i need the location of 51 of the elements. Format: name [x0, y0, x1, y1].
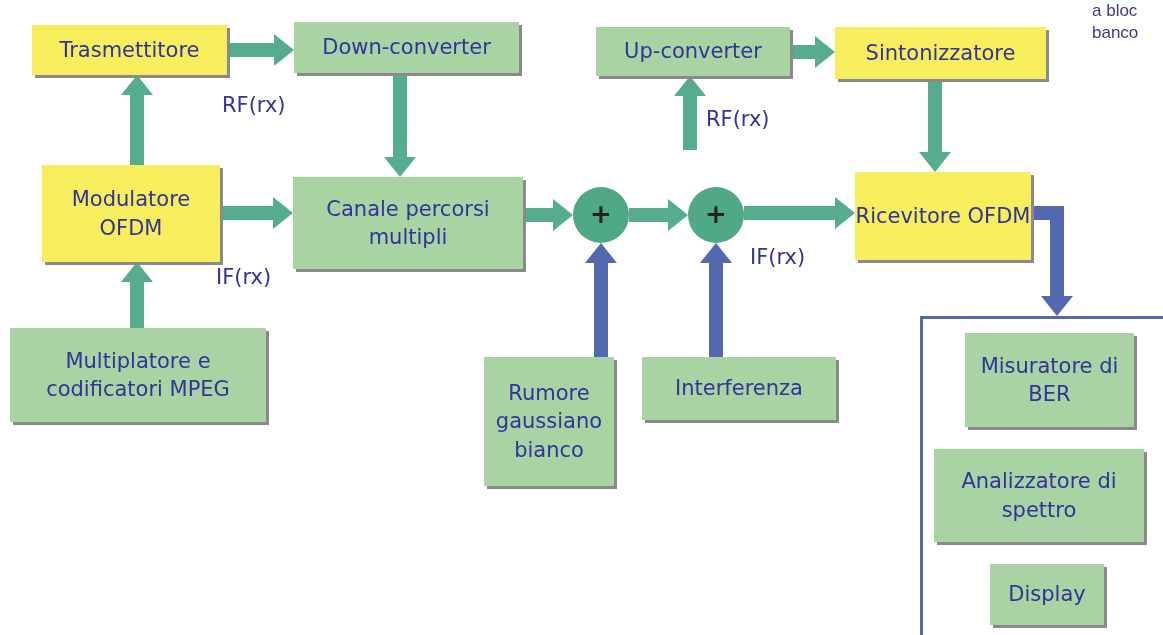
- box-label: Analizzatore di spettro: [960, 468, 1118, 524]
- block-arrow: [121, 75, 153, 165]
- block-arrow: [1031, 206, 1073, 316]
- process-box: [965, 333, 1134, 427]
- process-box: [934, 449, 1144, 542]
- block-arrow: [227, 34, 294, 66]
- process-box: [642, 357, 836, 420]
- plus-sign: +: [705, 198, 727, 232]
- box-label: Trasmettitore: [59, 36, 200, 64]
- block-arrow: [220, 197, 293, 229]
- block-arrow: [700, 243, 732, 357]
- signal-label: RF(rx): [706, 107, 770, 131]
- box-label: Rumore gaussiano bianco: [494, 380, 604, 464]
- instrument-panel: [920, 316, 1163, 635]
- signal-label: RF(rx): [222, 93, 286, 117]
- process-box: [990, 564, 1104, 625]
- process-box: [596, 27, 790, 76]
- box-label: Misuratore di BER: [979, 352, 1120, 408]
- block-arrow: [629, 199, 688, 231]
- box-label: Sintonizzatore: [865, 39, 1016, 67]
- process-box: [835, 27, 1046, 79]
- process-box: [42, 165, 220, 262]
- plus-sign: +: [590, 198, 612, 232]
- box-label: Display: [1008, 581, 1086, 609]
- box-label: Down-converter: [322, 34, 491, 62]
- process-box: [855, 172, 1031, 260]
- box-label: Interferenza: [675, 375, 803, 403]
- signal-label: IF(rx): [750, 245, 806, 269]
- process-box: [32, 25, 227, 75]
- box-label: Canale percorsi multipli: [325, 195, 491, 251]
- process-box: [10, 328, 266, 422]
- process-box: [293, 177, 523, 269]
- block-arrow: [121, 262, 153, 328]
- block-arrow: [585, 243, 617, 357]
- signal-label: IF(rx): [216, 265, 272, 289]
- block-arrow: [674, 76, 706, 150]
- box-label: Multiplatore e codificatori MPEG: [45, 347, 231, 403]
- block-arrow: [744, 197, 855, 229]
- summing-junction: [573, 187, 629, 243]
- block-arrow: [790, 36, 835, 68]
- block-arrow: [523, 199, 573, 231]
- block-arrow: [919, 79, 951, 172]
- process-box: [294, 22, 519, 73]
- block-arrow: [384, 73, 416, 177]
- box-label: Modulatore OFDM: [70, 186, 192, 242]
- summing-junction: [688, 187, 744, 243]
- box-label: Ricevitore OFDM: [855, 202, 1031, 230]
- note-text: a bloc: [1092, 0, 1138, 22]
- note-text: banco: [1092, 22, 1139, 44]
- box-label: Up-converter: [624, 38, 762, 66]
- process-box: [484, 357, 614, 486]
